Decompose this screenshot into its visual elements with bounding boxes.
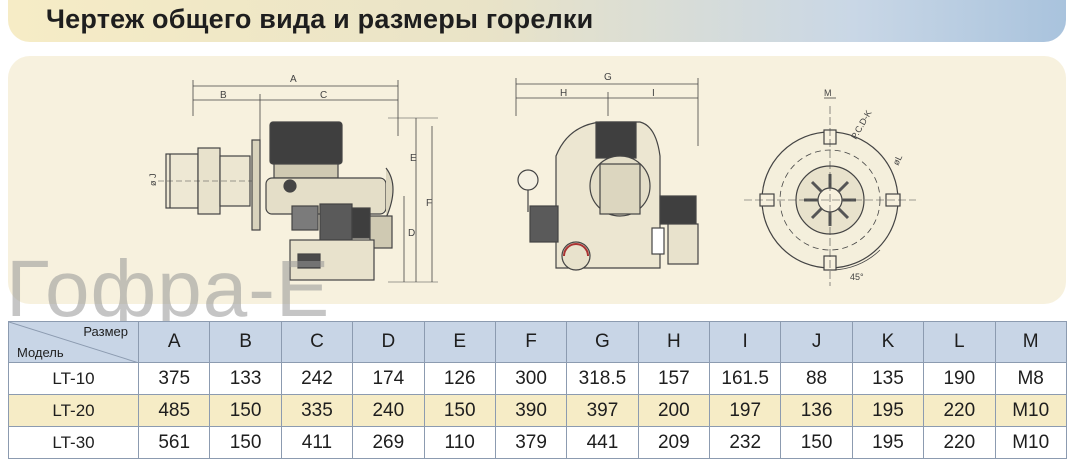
dim-label-g: G (604, 72, 612, 83)
table-cell: 174 (352, 362, 425, 395)
dim-label-k: P.C.D-K (849, 108, 874, 141)
dim-label-a: A (290, 74, 297, 85)
table-cell: 150 (423, 394, 496, 427)
table-cell: 379 (494, 426, 568, 459)
table-header-row: Размер Модель A B C D E F G H I J K L M (8, 321, 1067, 363)
table-cell: 375 (137, 362, 211, 395)
table-cell: 126 (423, 362, 496, 395)
dim-label-e: E (410, 153, 417, 164)
table-cell: 195 (851, 426, 925, 459)
table-cell: 220 (923, 394, 996, 427)
column-header-g: G (566, 321, 639, 363)
column-header-l: L (923, 321, 996, 363)
column-header-d: D (352, 321, 425, 363)
table-cell: 161.5 (708, 362, 782, 395)
table-cell: 300 (494, 362, 568, 395)
table-cell: 485 (137, 394, 211, 427)
side-view: A B C D E F ø J (148, 74, 438, 283)
table-cell: 242 (280, 362, 354, 395)
column-header-b: B (209, 321, 282, 363)
dim-label-f: F (426, 198, 432, 209)
table-cell: 318.5 (566, 362, 639, 395)
table-row: LT-10 375 133 242 174 126 300 318.5 157 … (8, 362, 1067, 395)
table-cell: 133 (209, 362, 282, 395)
table-cell: 220 (923, 426, 996, 459)
burner-drawing: A B C D E F ø J (148, 72, 916, 286)
dim-label-c: C (320, 90, 327, 101)
table-cell: 110 (423, 426, 496, 459)
column-header-e: E (423, 321, 496, 363)
dim-label-m: M (824, 88, 832, 98)
column-header-j: J (780, 321, 853, 363)
dim-label-l: øL (891, 153, 905, 167)
corner-diagonal (9, 322, 139, 363)
title-bar: Чертеж общего вида и размеры горелки (8, 0, 1066, 42)
table-cell: 150 (209, 426, 282, 459)
table-cell: 209 (637, 426, 711, 459)
corner-label-model: Модель (17, 345, 64, 360)
flange-view: M P.C.D-K øL 45° (744, 88, 916, 286)
dimensions-table: Размер Модель A B C D E F G H I J K L M … (8, 321, 1067, 459)
column-header-k: K (851, 321, 925, 363)
table-cell: 441 (566, 426, 639, 459)
dim-label-d: D (408, 228, 415, 239)
dim-label-j: ø J (148, 174, 158, 187)
table-cell: 240 (352, 394, 425, 427)
dim-label-i: I (652, 88, 655, 99)
table-cell: 269 (352, 426, 425, 459)
table-corner-cell: Размер Модель (8, 321, 139, 363)
table-cell: 411 (280, 426, 354, 459)
dim-label-angle: 45° (850, 272, 864, 282)
dim-label-h: H (560, 88, 567, 99)
table-row: LT-30 561 150 411 269 110 379 441 209 23… (8, 426, 1067, 459)
table-cell: 197 (708, 394, 782, 427)
table-cell: 157 (637, 362, 711, 395)
column-header-f: F (494, 321, 568, 363)
front-view: G H I (515, 72, 699, 271)
table-cell: 200 (637, 394, 711, 427)
table-cell: 135 (851, 362, 925, 395)
model-cell: LT-20 (8, 394, 139, 427)
model-cell: LT-30 (8, 426, 139, 459)
table-cell: 88 (780, 362, 853, 395)
drawing-area: A B C D E F ø J (8, 56, 1066, 304)
column-header-c: C (280, 321, 354, 363)
table-cell: 390 (494, 394, 568, 427)
page-title: Чертеж общего вида и размеры горелки (46, 4, 594, 34)
table-cell: 150 (209, 394, 282, 427)
dim-label-b: B (220, 90, 227, 101)
table-cell: M10 (994, 394, 1067, 427)
table-cell: M10 (994, 426, 1067, 459)
column-header-m: M (994, 321, 1067, 363)
table-cell: 190 (923, 362, 996, 395)
model-cell: LT-10 (8, 362, 139, 395)
column-header-i: I (708, 321, 782, 363)
table-row: LT-20 485 150 335 240 150 390 397 200 19… (8, 394, 1067, 427)
table-cell: 561 (137, 426, 211, 459)
table-cell: 335 (280, 394, 354, 427)
table-cell: 195 (851, 394, 925, 427)
column-header-a: A (137, 321, 211, 363)
table-cell: 397 (566, 394, 639, 427)
table-cell: 150 (780, 426, 853, 459)
corner-label-size: Размер (83, 324, 128, 339)
table-cell: M8 (994, 362, 1067, 395)
table-cell: 232 (708, 426, 782, 459)
column-header-h: H (637, 321, 711, 363)
table-cell: 136 (780, 394, 853, 427)
